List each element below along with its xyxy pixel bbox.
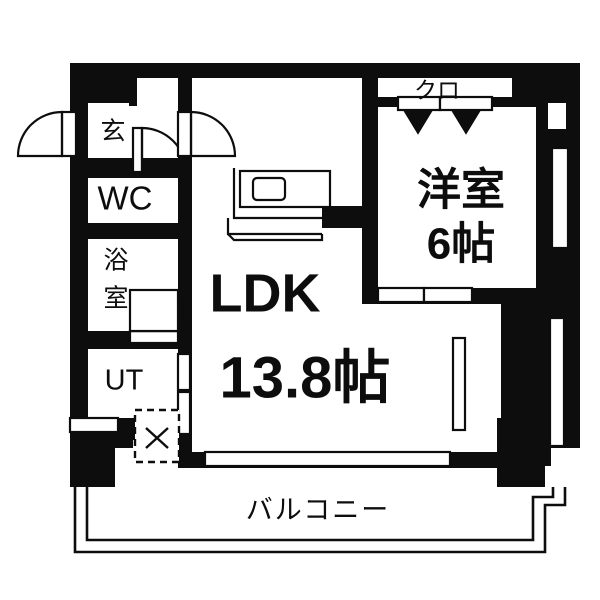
label-western-room: 洋室 xyxy=(417,165,505,215)
bedroom-slide-panel-1[interactable] xyxy=(376,286,426,304)
balcony-rail-outer xyxy=(73,487,567,554)
balcony-sliding-door[interactable] xyxy=(203,450,452,468)
washing-machine-x-mark xyxy=(145,427,169,449)
closet-fold-fill-right xyxy=(452,110,480,133)
bathroom-door-arc2 xyxy=(177,289,184,332)
western-room-floor xyxy=(376,103,536,288)
kitchen-counter-outline xyxy=(232,168,330,220)
openings xyxy=(16,95,570,468)
ut-opening-upper xyxy=(176,352,192,392)
kitchen-sink-basin xyxy=(251,176,287,202)
label-wc: WC xyxy=(98,180,153,217)
room-labels: 玄 WC 浴 室 UT クロ 洋室 6帖 LDK 13.8帖 バルコニー xyxy=(98,77,505,525)
ldk-floor-lower xyxy=(181,300,501,468)
wall-bedroom-right-upper xyxy=(536,103,548,129)
label-bath-line1: 浴 xyxy=(103,247,128,275)
label-ldk: LDK xyxy=(210,263,321,323)
wall-closet-right xyxy=(512,78,522,102)
wall-bottom-right-block xyxy=(497,418,551,466)
hall-ldk-door[interactable] xyxy=(176,110,237,158)
balcony-outline xyxy=(73,487,567,554)
bathroom-door-zone xyxy=(128,288,180,333)
genkan-step xyxy=(133,78,178,103)
washing-machine-outline xyxy=(133,408,181,464)
kitchen-counter-edge xyxy=(227,233,324,242)
genkan-inner-door[interactable] xyxy=(131,126,188,174)
genkan-door-swing-arc xyxy=(140,126,188,174)
label-ldk-area: 13.8帖 xyxy=(220,345,391,410)
bathroom-door[interactable] xyxy=(126,288,184,345)
label-western-room-area: 6帖 xyxy=(427,220,495,269)
kitchen-counter xyxy=(226,168,362,242)
bedroom-sliding-door[interactable] xyxy=(376,286,474,304)
hall-door-leaf[interactable] xyxy=(176,110,193,158)
window-east-upper xyxy=(550,146,570,250)
closet-folding-doors[interactable] xyxy=(396,95,494,135)
wc-floor xyxy=(88,178,178,223)
kitchen-wall-stub xyxy=(322,206,362,228)
bedroom-slide-panel-2[interactable] xyxy=(422,286,474,304)
entrance-door-leaf[interactable] xyxy=(60,110,78,158)
wall-genkan-divider xyxy=(129,78,137,106)
wall-ldk-room xyxy=(362,78,378,303)
genkan-floor xyxy=(88,103,133,158)
entrance-door-swing-arc xyxy=(16,110,64,158)
closet-fold-fill-left xyxy=(404,110,432,133)
window-ldk-inner xyxy=(451,336,467,432)
balcony-rail-inner xyxy=(85,487,555,542)
entrance-door[interactable] xyxy=(16,110,78,158)
label-balcony: バルコニー xyxy=(246,495,390,525)
label-bath-line2: 室 xyxy=(103,285,128,313)
hall-door-swing-arc xyxy=(189,110,237,158)
genkan-door-leaf[interactable] xyxy=(131,126,144,174)
room-floors xyxy=(88,78,566,468)
label-closet: クロ xyxy=(414,77,460,103)
label-genkan: 玄 xyxy=(100,118,125,146)
ut-wall-opening xyxy=(68,416,120,434)
bathroom-door-leaf[interactable] xyxy=(128,329,180,345)
wall-genkan-wc xyxy=(70,158,182,178)
window-east-lower xyxy=(548,316,566,448)
wall-wc-bath xyxy=(70,223,182,239)
label-ut: UT xyxy=(105,365,144,397)
washing-machine-space xyxy=(133,408,181,464)
